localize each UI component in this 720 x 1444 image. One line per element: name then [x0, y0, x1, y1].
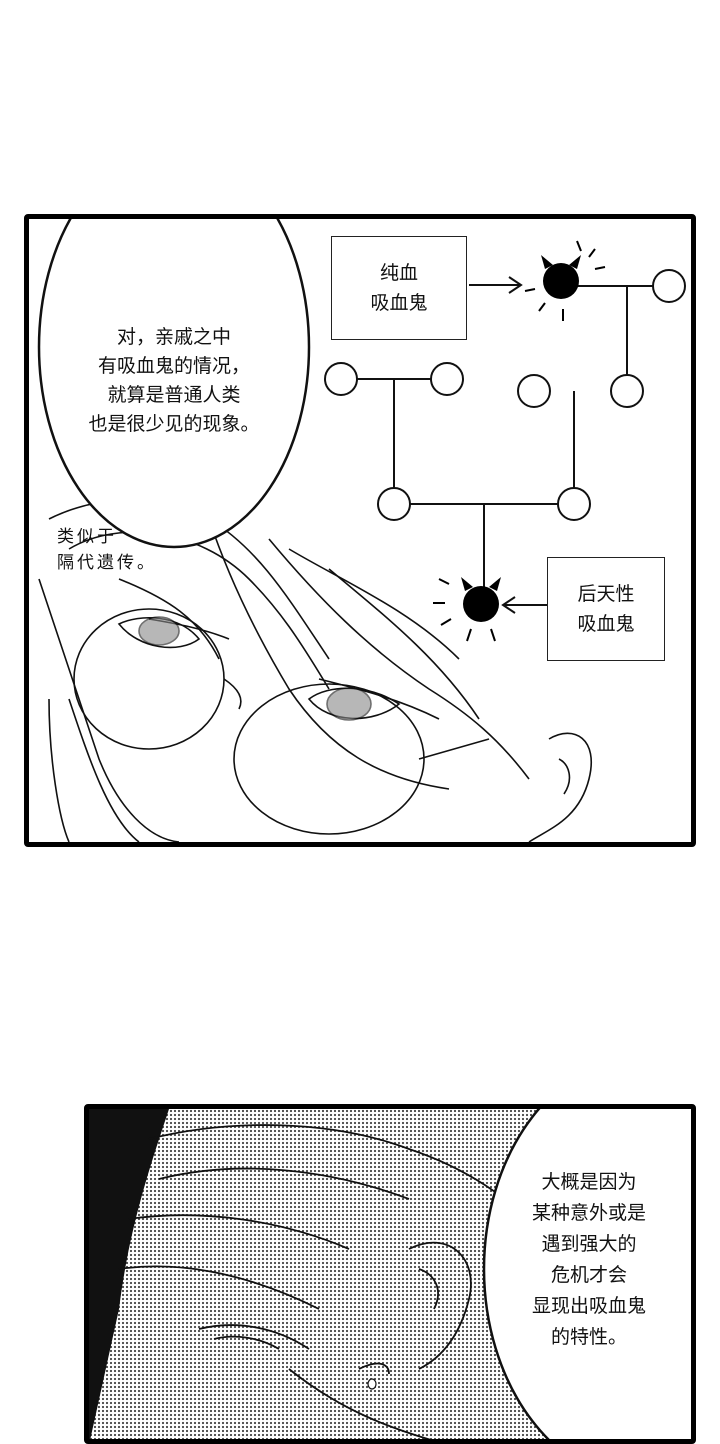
parent-node	[377, 487, 411, 521]
vampire-node-pure	[541, 255, 581, 299]
pure-blood-label: 纯血 吸血鬼	[370, 262, 428, 314]
comic-panel-1: 对，亲戚之中 有吸血鬼的情况， 就算是普通人类 也是很少见的现象。 类似于 隔代…	[24, 214, 696, 847]
ancestor-node	[430, 362, 464, 396]
character-sketch	[38, 499, 592, 842]
watermark-logo: 画佳	[588, 1364, 669, 1405]
acquired-vampire-label: 后天性 吸血鬼	[577, 583, 635, 635]
ancestor-node	[517, 374, 551, 408]
pure-blood-label-box: 纯血 吸血鬼	[331, 236, 467, 340]
emphasis-lines	[433, 578, 496, 642]
emphasis-lines	[524, 240, 606, 321]
arrow-icon	[469, 276, 549, 614]
speech-bubble-text: 对，亲戚之中 有吸血鬼的情况， 就算是普通人类 也是很少见的现象。	[88, 326, 260, 435]
ancestor-node	[610, 374, 644, 408]
panel-2-artwork	[89, 1109, 691, 1439]
parent-node	[557, 487, 591, 521]
ancestor-node	[324, 362, 358, 396]
watermark-subtitle: 免费漫画	[588, 1411, 669, 1432]
speech-bubble-shape	[37, 219, 311, 549]
watermark: 画佳 免费漫画	[589, 1355, 669, 1433]
vampire-node-acquired	[461, 577, 501, 622]
speech-bubble-shape	[482, 1109, 691, 1439]
sweat-drop	[367, 1378, 377, 1390]
speech-bubble-text: 大概是因为 某种意外或是 遇到强大的 危机才会 显现出吸血鬼 的特性。	[531, 1171, 646, 1348]
hair-shadow	[89, 1109, 169, 1439]
comic-panel-2: 大概是因为 某种意外或是 遇到强大的 危机才会 显现出吸血鬼 的特性。 画佳 免…	[84, 1104, 696, 1444]
handwritten-note: 类似于 隔代遗传。	[57, 527, 157, 573]
acquired-vampire-label-box: 后天性 吸血鬼	[547, 557, 665, 661]
ancestor-node	[652, 269, 686, 303]
family-tree-diagram	[324, 269, 686, 594]
character-sketch	[118, 1124, 540, 1439]
panel-1-artwork	[37, 219, 686, 842]
